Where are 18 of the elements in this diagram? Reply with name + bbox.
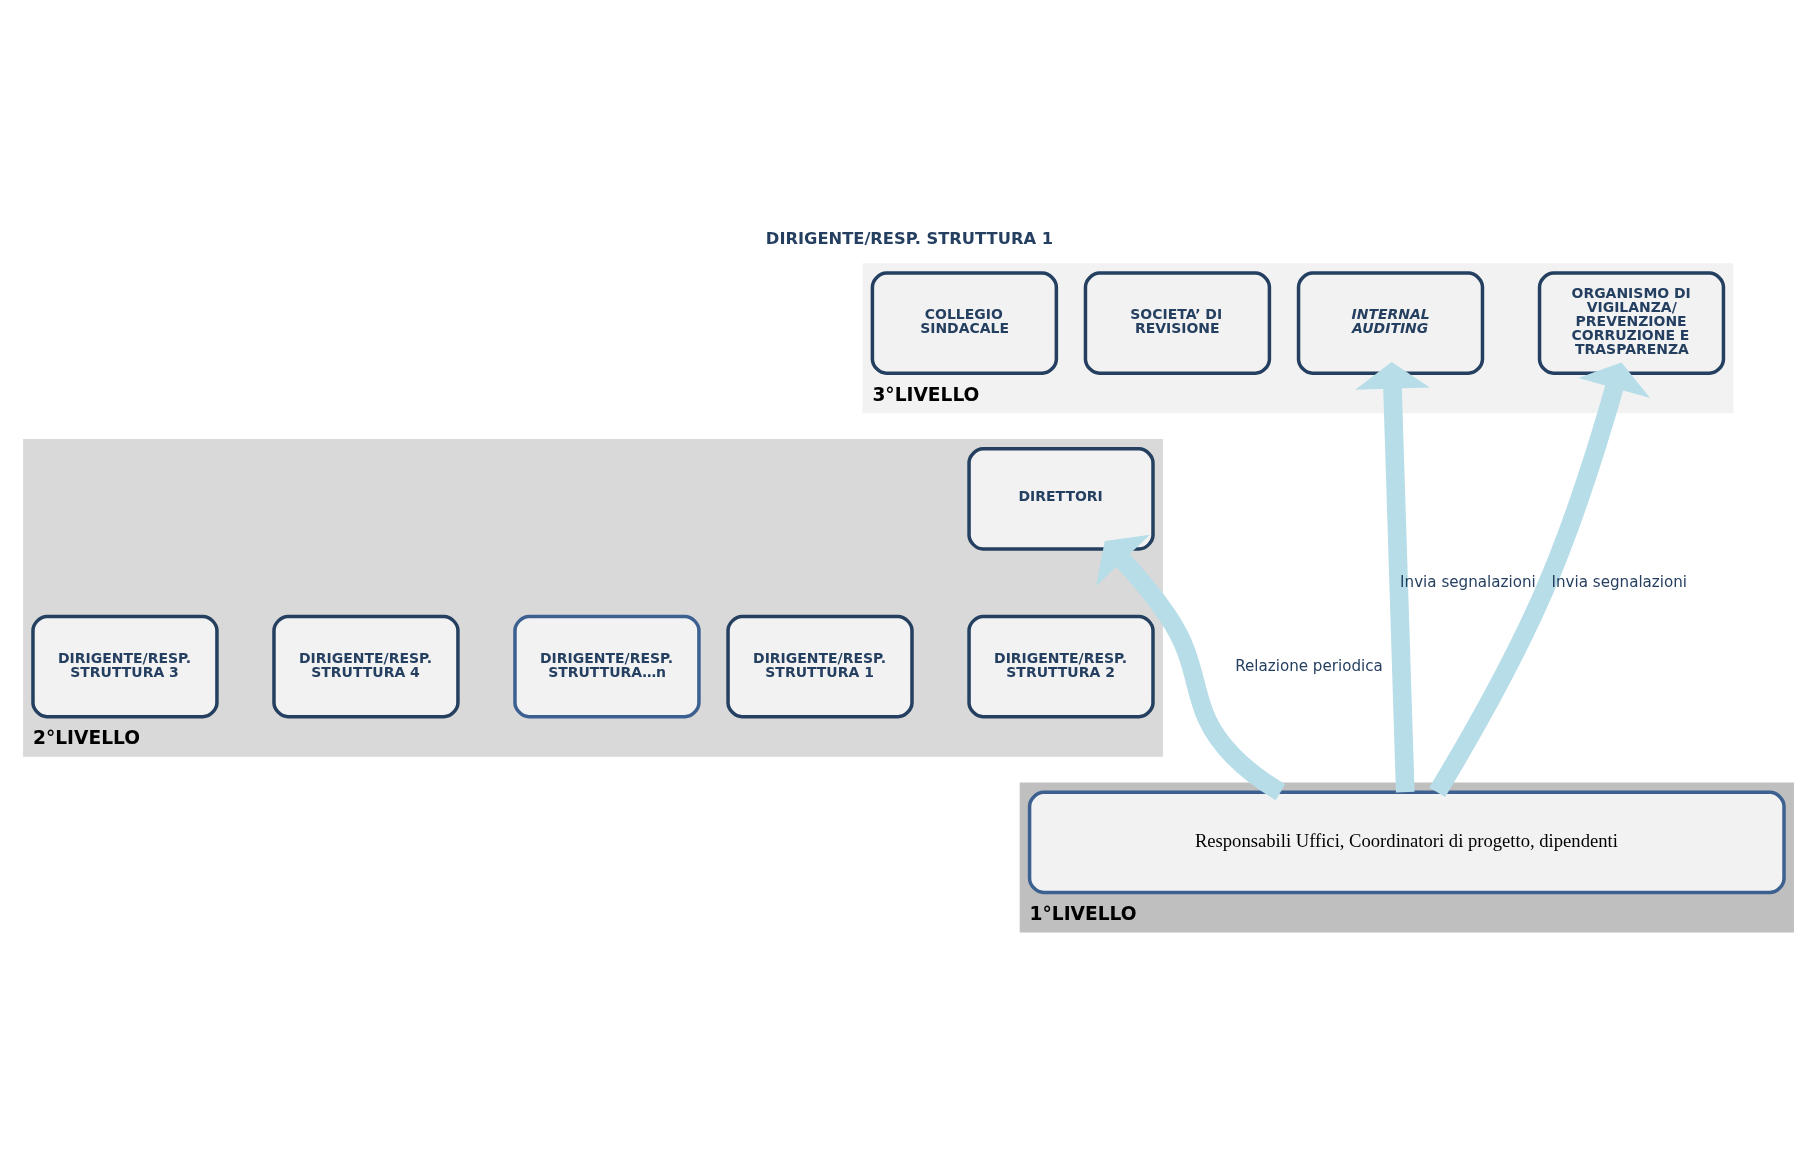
edge-label: Invia segnalazioni <box>1550 572 1687 591</box>
node-box: Responsabili Uffici, Coordinatori di progetto, dipendenti <box>1027 790 1786 894</box>
arrow <box>1095 534 1285 800</box>
node-box: INTERNAL AUDITING <box>1296 270 1484 375</box>
node-box: SOCIETA’ DI REVISIONE <box>1083 270 1271 375</box>
node-box: COLLEGIO SINDACALE <box>870 270 1058 375</box>
node-box: DIRIGENTE/RESP. STRUTTURA 2 <box>966 614 1155 718</box>
node-box: DIRIGENTE/RESP. STRUTTURA 4 <box>271 614 460 718</box>
edge-label: Invia segnalazioni <box>1399 572 1536 591</box>
arrow <box>1428 361 1650 797</box>
node-box: ORGANISMO DI VIGILANZA/ PREVENZIONE CORRUZIONE E TRASPARENZA <box>1537 270 1725 375</box>
node-box: DIRETTORI <box>966 446 1155 551</box>
node-box: DIRIGENTE/RESP. STRUTTURA 1 <box>725 614 914 718</box>
diagram-title: DIRIGENTE/RESP. STRUTTURA 1 <box>765 228 1053 248</box>
node-box: DIRIGENTE/RESP. STRUTTURA 3 <box>30 614 219 718</box>
node-box: DIRIGENTE/RESP. STRUTTURA…n <box>512 614 701 718</box>
edge-label: Relazione periodica <box>1234 656 1383 675</box>
arrow <box>1354 361 1430 792</box>
